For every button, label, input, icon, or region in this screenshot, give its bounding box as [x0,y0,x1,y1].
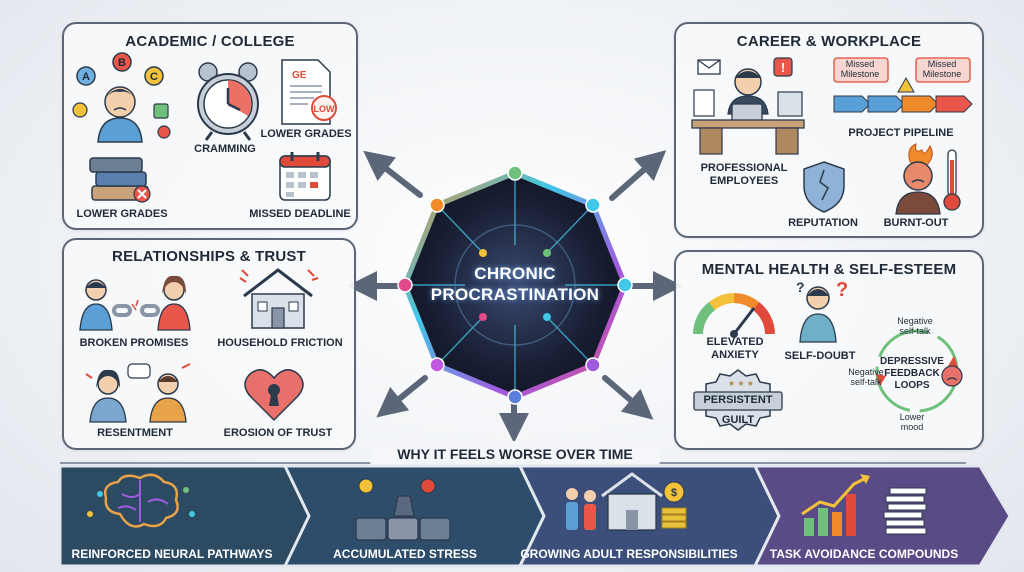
self-doubt-person-icon: ? ? [796,279,848,343]
stress-weights-icon [355,478,451,541]
lower-grades-top-label: LOWER GRADES [260,128,352,140]
arrow-to-academic [363,150,423,198]
cracked-shield-icon [803,161,845,213]
book-stack-icon [89,157,151,203]
svg-text:!: ! [781,60,785,75]
calendar-icon [279,152,331,201]
broken-promises-label: BROKEN PROMISES [79,337,189,349]
lower-mood-2: mood [900,422,924,432]
hub-title-line1: CHRONIC [474,264,556,283]
professional-employees-label-2: EMPLOYEES [709,175,779,187]
cramming-label: CRAMMING [194,143,256,155]
project-pipeline-label: PROJECT PIPELINE [848,127,954,139]
career-title: CAREER & WORKPLACE [736,33,922,50]
heart-keyhole-icon [244,369,304,422]
reputation-label: REPUTATION [788,217,858,229]
arrow-to-career [609,150,667,201]
broken-chain-people-icon [79,275,191,331]
erosion-of-trust-label: EROSION OF TRUST [223,427,333,439]
hub-node-right [617,277,633,293]
brain-icon [87,473,195,528]
timeline-banner: WHY IT FEELS WORSE OVER TIME [370,441,660,467]
feedback-loop-icon [875,329,963,413]
elevated-anxiety-label-1: ELEVATED [706,336,764,348]
timeline-label-2: ACCUMULATED STRESS [333,547,477,561]
grade-a: A [82,71,90,83]
svg-text:?: ? [796,279,805,295]
household-friction-label: HOUSEHOLD FRICTION [217,337,343,349]
central-hub [397,165,633,405]
paper-grade: GE [292,70,307,81]
relationships-panel: RELATIONSHIPS & TRUST [62,238,356,450]
relationships-title: RELATIONSHIPS & TRUST [112,248,306,265]
mental-title: MENTAL HEALTH & SELF-ESTEEM [701,261,957,278]
graded-paper-icon: GE LOW [281,59,337,125]
persistent-guilt-badge-icon: ★ ★ ★ [693,369,783,431]
project-pipeline-icon [833,57,973,113]
negative-self-talk-top-1: Negative [897,316,933,326]
family-house-icon: $ [566,472,687,531]
hub-node-top [507,165,523,181]
alarm-clock-icon [197,62,259,141]
timeline-label-4: TASK AVOIDANCE COMPOUNDS [769,547,959,561]
burnt-out-label: BURNT-OUT [883,217,949,229]
desk-worker-icon: ! [691,57,805,155]
loop-label-2: FEEDBACK [884,368,940,379]
grade-b: B [118,57,126,69]
hub-node-left [397,277,413,293]
academic-title: ACADEMIC / COLLEGE [125,33,295,50]
timeline-label-1: REINFORCED NEURAL PATHWAYS [71,547,273,561]
low-stamp: LOW [314,104,335,114]
elevated-anxiety-label-2: ANXIETY [711,349,759,361]
arrow-down-left [376,375,428,418]
svg-text:$: $ [671,487,677,499]
lower-mood-1: Lower [899,412,925,422]
timeline-label-3: GROWING ADULT RESPONSIBILITIES [520,547,738,561]
resentment-label: RESENTMENT [97,427,173,439]
negative-self-talk-left-2: self-talk [850,377,882,387]
arguing-people-icon [85,363,191,423]
svg-text:?: ? [836,279,848,301]
hub-node-tr [585,197,601,213]
growth-chart-icon [801,474,927,536]
hub-title-line2: PROCRASTINATION [430,285,600,304]
negative-self-talk-top-2: self-talk [899,326,931,336]
loop-label-1: DEPRESSIVE [880,356,944,367]
burnt-out-person-icon [895,143,961,215]
persistent-guilt-label-2: GUILT [721,414,755,426]
persistent-guilt-label-1: PERSISTENT [703,394,773,406]
missed-deadline-label: MISSED DEADLINE [249,208,351,220]
student-abc-icon: A B C [72,52,171,143]
hub-node-bottom [507,389,523,405]
anxiety-gauge-icon [693,293,775,338]
timeline-segment-4 [752,464,1012,568]
milestone-2: Missed Milestone [922,59,962,79]
grade-c: C [150,71,158,83]
hub-node-bl [429,357,445,373]
self-doubt-label: SELF-DOUBT [784,350,856,362]
professional-employees-label-1: PROFESSIONAL [700,162,788,174]
loop-label-3: LOOPS [894,380,930,391]
house-friction-icon [239,268,319,329]
milestone-1: Missed Milestone [840,59,880,79]
lower-grades-bottom-label: LOWER GRADES [76,208,168,220]
svg-text:★ ★ ★: ★ ★ ★ [728,379,754,388]
hub-node-tl [429,197,445,213]
negative-self-talk-left-1: Negative [848,367,884,377]
arrow-down-right [602,375,654,420]
hub-node-br [585,357,601,373]
